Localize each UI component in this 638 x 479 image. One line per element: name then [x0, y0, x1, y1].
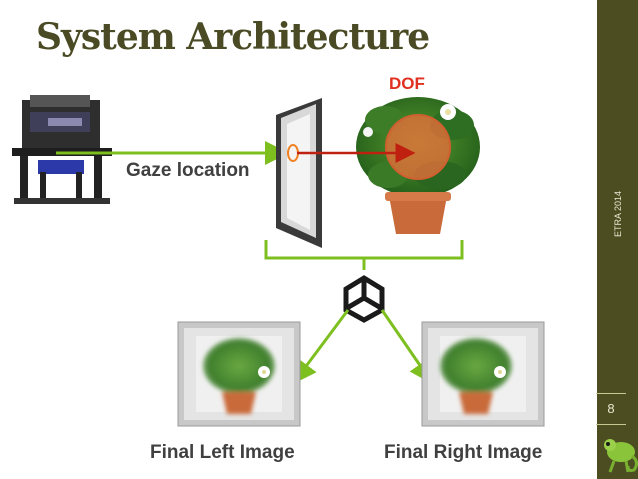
- page-number-box: [596, 393, 626, 425]
- final-left-image: [177, 321, 301, 427]
- unity-logo-icon: [343, 275, 385, 323]
- slide-title: System Architecture: [36, 16, 430, 58]
- final-right-image-label: Final Right Image: [384, 442, 543, 463]
- dof-focus-circle: [385, 114, 451, 180]
- left-output-arrow: [292, 309, 350, 385]
- final-left-image-label: Final Left Image: [150, 442, 295, 463]
- page-number: 8: [607, 401, 615, 416]
- gaze-location-label: Gaze location: [126, 160, 250, 181]
- sidebar: [597, 0, 638, 479]
- final-right-image: [421, 321, 545, 427]
- display-frame-icon: [276, 98, 322, 248]
- scene-bracket: [264, 240, 464, 260]
- eye-tracker-device-icon: [12, 95, 112, 204]
- dof-label: DOF: [389, 74, 425, 93]
- conference-label: ETRA 2014: [613, 190, 623, 237]
- right-output-arrow: [380, 309, 434, 385]
